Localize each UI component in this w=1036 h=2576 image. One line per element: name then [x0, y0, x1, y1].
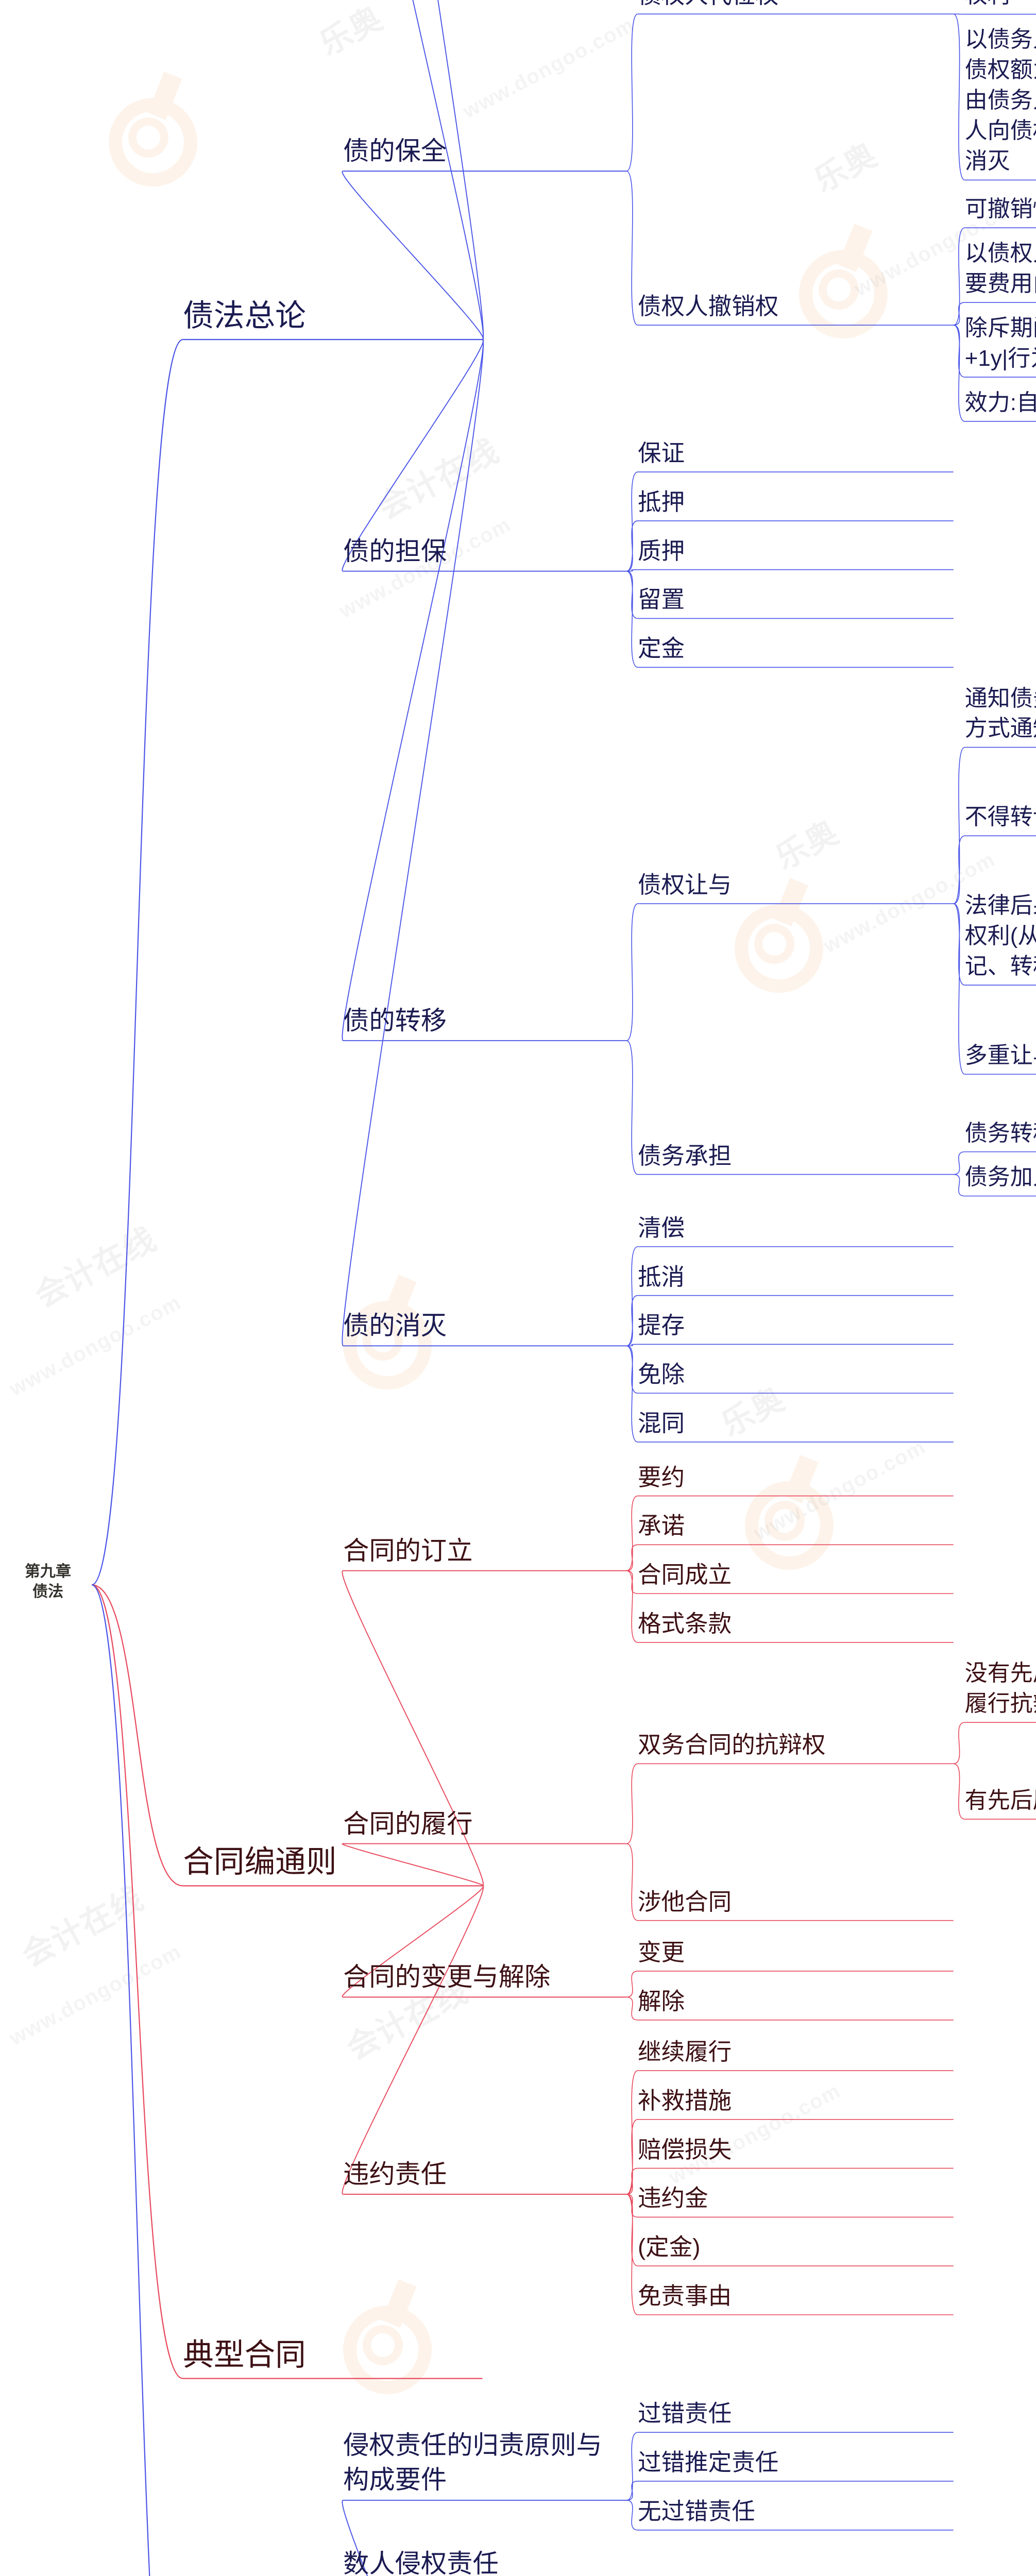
node-通知债务人允许以诉讼方式[interactable]: 通知债务人(允许以诉讼方式通知)	[964, 685, 1036, 741]
node-过错责任[interactable]: 过错责任	[638, 2400, 732, 2427]
node-无过错责任[interactable]: 无过错责任	[638, 2498, 755, 2524]
node-定金[interactable]: (定金)	[638, 2234, 701, 2261]
node-质押[interactable]: 质押	[638, 537, 685, 564]
node-合同编通则[interactable]: 合同编通则	[183, 1844, 337, 1879]
node-典型合同[interactable]: 典型合同	[183, 2337, 306, 2372]
node-债务承担[interactable]: 债务承担	[638, 1142, 732, 1169]
node-清偿[interactable]: 清偿	[638, 1214, 685, 1241]
node-要约[interactable]: 要约	[638, 1464, 685, 1490]
node-继续履行[interactable]: 继续履行	[638, 2039, 732, 2065]
node-以债务人债权额债权人债权[interactable]: 以债务人债权额、债权人债权额为限.，必要费用由债务人负担效力:相对人向债权人履行…	[964, 27, 1036, 174]
node-债务人怠于行使到期债权从[interactable]: 债务人怠于行使到期债权/从权利 致使债权人的到期债权未能实现 债权人的债权已届满…	[965, 0, 1036, 11]
node-混同[interactable]: 混同	[638, 1410, 685, 1436]
node-合同的履行[interactable]: 合同的履行	[343, 1808, 473, 1838]
node-留置[interactable]: 留置	[638, 586, 685, 613]
node-除斥期间知道应当知道1y[interactable]: 除斥期间:知道/应当知道+1y|行为发生+5y	[964, 315, 1036, 371]
node-免责事由[interactable]: 免责事由	[638, 2282, 732, 2309]
node-合同成立[interactable]: 合同成立	[638, 1562, 732, 1588]
node-侵权责任的归责原则与构成[interactable]: 侵权责任的归责原则与构成要件	[343, 2430, 602, 2495]
node-不得转让情形[interactable]: 不得转让情形	[964, 804, 1036, 830]
node-变更[interactable]: 变更	[638, 1939, 685, 1965]
node-法律后果取得债权及从权利[interactable]: 法律后果 取得债权及从权利(从权利取得不受登记、转移占有影响)	[964, 893, 1036, 979]
node-过错推定责任[interactable]: 过错推定责任	[638, 2449, 779, 2476]
root-title[interactable]: 第九章 债法	[25, 1563, 71, 1600]
node-承诺[interactable]: 承诺	[638, 1513, 685, 1539]
node-债的保全[interactable]: 债的保全	[343, 136, 447, 166]
node-债务转移经债权人同意[interactable]: 债务转移:经债权人同意	[964, 1120, 1036, 1146]
node-多重让与[interactable]: 多重让与	[964, 1043, 1036, 1069]
node-保证[interactable]: 保证	[638, 440, 685, 467]
node-债权人代位权[interactable]: 债权人代位权	[638, 0, 954, 11]
node-免除[interactable]: 免除	[638, 1361, 685, 1388]
node-双务合同的抗辩权[interactable]: 双务合同的抗辩权	[638, 1732, 826, 1758]
node-债权人撤销权[interactable]: 债权人撤销权	[638, 293, 779, 320]
node-解除[interactable]: 解除	[638, 1988, 685, 2014]
node-以债权人债权额为限必要费[interactable]: 以债权人债权额为限，必要费用由债务人负担	[964, 241, 1036, 297]
node-合同的变更与解除[interactable]: 合同的变更与解除	[343, 1962, 551, 1992]
node-补救措施[interactable]: 补救措施	[638, 2087, 732, 2114]
node-抵消[interactable]: 抵消	[638, 1263, 685, 1290]
node-提存[interactable]: 提存	[638, 1312, 685, 1339]
node-违约金[interactable]: 违约金	[638, 2185, 708, 2212]
node-债法总论[interactable]: 债法总论	[183, 298, 306, 333]
node-债权让与[interactable]: 债权让与	[638, 872, 732, 899]
node-赔偿损失[interactable]: 赔偿损失	[638, 2136, 732, 2163]
node-有先后履行顺序[interactable]: 有先后履行顺序	[964, 1787, 1036, 1813]
node-债的担保[interactable]: 债的担保	[343, 536, 447, 566]
node-效力自始没有约束力[interactable]: 效力:自始没有约束力	[964, 389, 1036, 415]
node-没有先后履行顺序同时履行[interactable]: 没有先后履行顺序（同时履行抗辩权）	[964, 1660, 1036, 1717]
node-合同的订立[interactable]: 合同的订立	[343, 1535, 473, 1565]
node-债的消灭[interactable]: 债的消灭	[343, 1311, 447, 1341]
node-可撤销情形[interactable]: 可撤销情形	[964, 196, 1036, 222]
node-债的转移[interactable]: 债的转移	[343, 1005, 447, 1035]
node-债务加入[interactable]: 债务加入	[964, 1164, 1036, 1190]
node-违约责任[interactable]: 违约责任	[343, 2159, 447, 2189]
node-抵押[interactable]: 抵押	[638, 488, 685, 515]
node-涉他合同[interactable]: 涉他合同	[638, 1888, 732, 1915]
node-定金[interactable]: 定金	[638, 635, 685, 662]
node-数人侵权责任[interactable]: 数人侵权责任	[343, 2549, 499, 2576]
node-格式条款[interactable]: 格式条款	[638, 1610, 732, 1637]
